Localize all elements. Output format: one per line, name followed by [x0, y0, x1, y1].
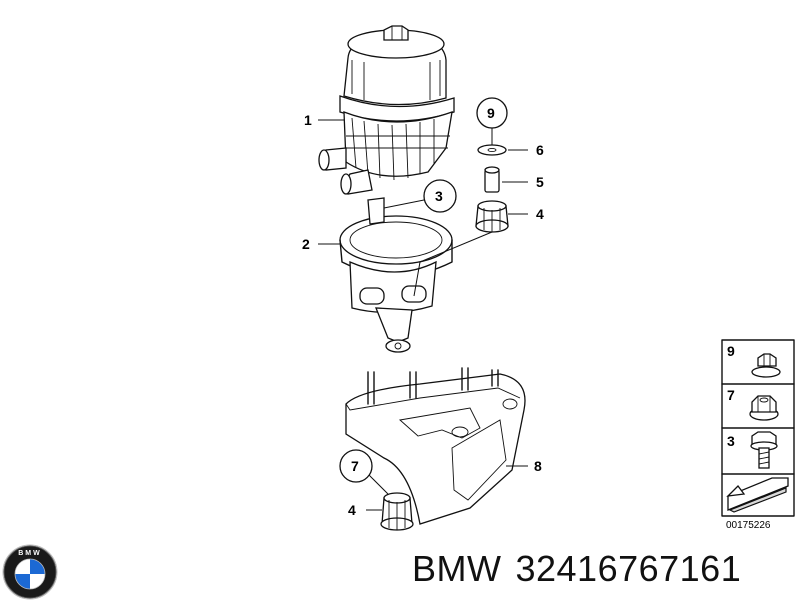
- bmw-logo-icon: BMW: [2, 544, 58, 600]
- callout-4-upper: 4: [536, 206, 544, 222]
- nut-icon: [751, 353, 781, 378]
- svg-text:7: 7: [351, 458, 359, 474]
- legend-item-3: 3: [727, 431, 778, 469]
- fastener-legend: 9 7 3: [721, 339, 795, 531]
- legend-item-9: 9: [727, 343, 781, 378]
- callout-4-lower: 4: [348, 502, 356, 518]
- callout-8: 8: [534, 458, 542, 474]
- callout-7: 7: [339, 449, 373, 483]
- callout-3: 3: [423, 179, 457, 213]
- svg-text:1: 1: [304, 112, 312, 128]
- svg-text:9: 9: [727, 343, 735, 359]
- flange-nut-icon: [749, 395, 779, 421]
- brand-name: BMW: [412, 548, 502, 589]
- washer-part: [477, 144, 507, 156]
- legend-item-7: 7: [727, 387, 779, 421]
- callout-5: 5: [536, 174, 544, 190]
- mounting-bracket-part: [345, 367, 526, 525]
- svg-text:7: 7: [727, 387, 735, 403]
- svg-text:3: 3: [435, 188, 443, 204]
- footer-label: BMW 32416767161: [412, 548, 741, 590]
- svg-text:5: 5: [536, 174, 544, 190]
- holder-part: [339, 197, 453, 353]
- reservoir-part: [318, 25, 455, 195]
- sleeve-part: [484, 166, 500, 193]
- callout-1: 1: [304, 112, 312, 128]
- svg-text:BMW: BMW: [18, 550, 42, 557]
- rubber-mount-upper-part: [475, 200, 509, 233]
- part-number: 32416767161: [515, 548, 742, 589]
- svg-text:9: 9: [487, 105, 495, 121]
- arrow-icon: [726, 477, 789, 513]
- svg-text:4: 4: [536, 206, 544, 222]
- callout-6: 6: [536, 142, 544, 158]
- svg-text:3: 3: [727, 433, 735, 449]
- svg-text:4: 4: [348, 502, 356, 518]
- leader-lines: [318, 119, 528, 511]
- callout-2: 2: [302, 236, 310, 252]
- reference-code: 00175226: [726, 520, 771, 531]
- callout-9: 9: [476, 97, 508, 129]
- svg-text:2: 2: [302, 236, 310, 252]
- bolt-icon: [750, 431, 778, 469]
- svg-text:6: 6: [536, 142, 544, 158]
- svg-text:8: 8: [534, 458, 542, 474]
- rubber-mount-lower-part: [380, 492, 414, 531]
